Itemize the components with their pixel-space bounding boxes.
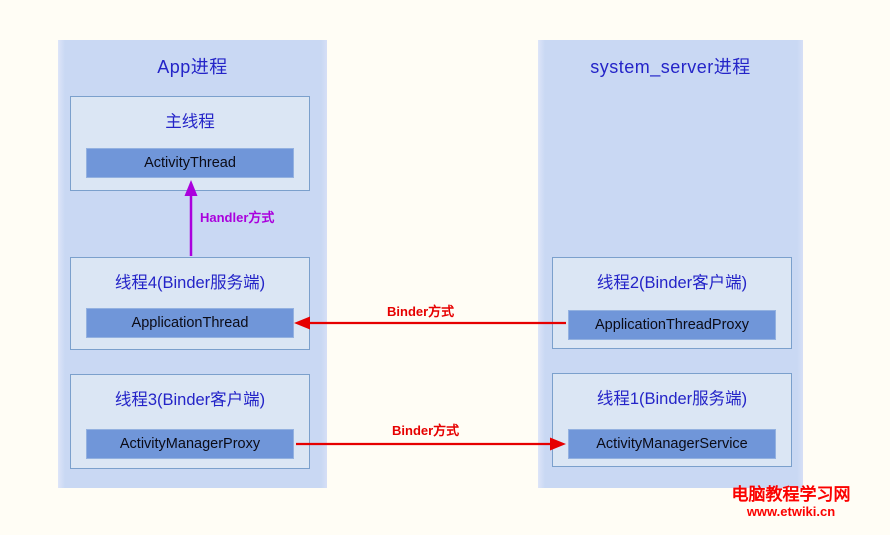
thread-title-3: 线程3(Binder客户端): [114, 391, 266, 409]
thread-box-4: 线程4(Binder服务端) ApplicationThread: [70, 257, 310, 350]
binder-arrow-to-activitymanagerservice: [296, 437, 566, 451]
component-applicationthread: ApplicationThread: [86, 308, 294, 338]
process-title-app: App进程: [157, 57, 228, 77]
watermark-site-name: 电脑教程学习网: [731, 485, 851, 504]
thread-box-2: 线程2(Binder客户端) ApplicationThreadProxy: [552, 257, 792, 349]
process-box-app: App进程 主线程 ActivityThread 线程4(Binder服务端) …: [58, 40, 327, 488]
process-box-system-server: system_server进程 线程2(Binder客户端) Applicati…: [538, 40, 803, 488]
process-title-system-server: system_server进程: [590, 57, 751, 77]
thread-box-3: 线程3(Binder客户端) ActivityManagerProxy: [70, 374, 310, 469]
watermark-site-url: www.etwiki.cn: [746, 503, 836, 519]
watermark: 电脑教程学习网 www.etwiki.cn: [730, 485, 852, 519]
thread-title-1: 线程1(Binder服务端): [596, 390, 748, 408]
binder-arrow-label-1: Binder方式: [387, 304, 455, 319]
thread-title-main: 主线程: [165, 113, 215, 131]
handler-arrow-label: Handler方式: [200, 210, 275, 225]
component-applicationthreadproxy: ApplicationThreadProxy: [568, 310, 776, 340]
thread-box-main: 主线程 ActivityThread: [70, 96, 310, 191]
thread-title-4: 线程4(Binder服务端): [114, 274, 266, 292]
binder-arrow-label-2: Binder方式: [392, 423, 460, 438]
component-activitymanagerservice: ActivityManagerService: [568, 429, 776, 459]
component-activitythread: ActivityThread: [86, 148, 294, 178]
thread-title-2: 线程2(Binder客户端): [596, 274, 748, 292]
thread-box-1: 线程1(Binder服务端) ActivityManagerService: [552, 373, 792, 467]
component-activitymanagerproxy: ActivityManagerProxy: [86, 429, 294, 459]
